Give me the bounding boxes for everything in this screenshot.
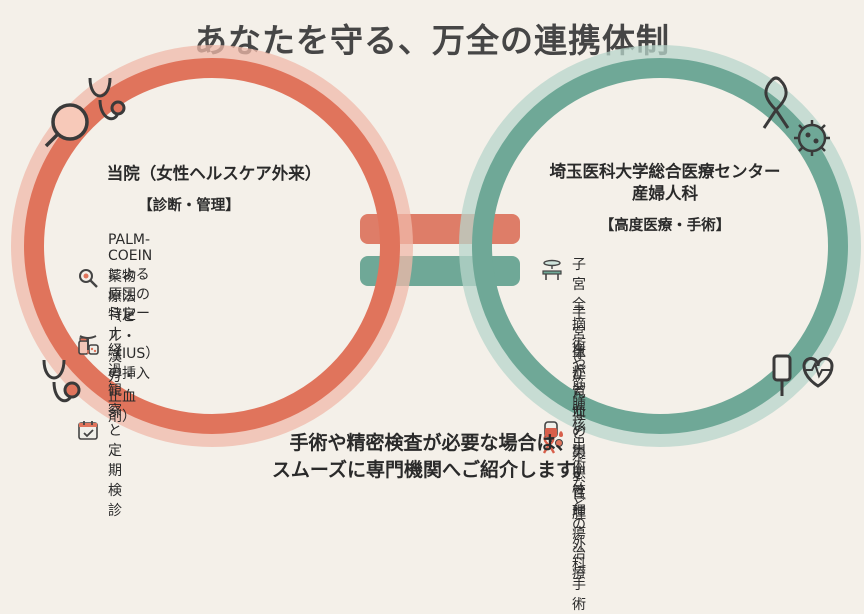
left-ring-outer — [11, 45, 413, 447]
footer-line1: 手術や精密検査が必要な場合は、 — [289, 432, 575, 454]
left-item-label: ミレーナ（IUS）の挿入 — [108, 306, 160, 382]
left-item-medicine: 薬物療法（ピル・漢方・止血剤） — [76, 266, 136, 426]
left-item-cause: PALM-COEINによる原因の特定 — [76, 232, 152, 324]
stethoscope-decor-icon-bottom — [42, 359, 81, 403]
surgery-icon — [542, 259, 562, 280]
page-title: あなたを守る、万全の連携体制 — [194, 21, 670, 60]
right-item-label: 子宮全摘術や筋腫核出術などの — [572, 257, 586, 533]
virus-decor-icon — [794, 120, 830, 156]
blood-bag-icon — [544, 421, 563, 442]
left-heading: 当院（女性ヘルスケア外来） — [106, 164, 322, 183]
magnifier-decor-icon — [44, 103, 89, 148]
iv-heart-decor-icon — [772, 354, 834, 396]
right-ring-outer — [459, 45, 861, 447]
right-heading-line1: 埼玉医科大学総合医療センター — [549, 162, 781, 181]
left-ring — [24, 58, 400, 434]
calendar-icon — [78, 421, 98, 440]
stethoscope-decor-icon-top — [88, 77, 126, 121]
right-subheading: 【高度医療・手術】 — [599, 218, 731, 234]
left-subheading: 【診断・管理】 — [138, 198, 240, 214]
left-item-label: 薬物療法（ピル・漢方・止血剤） — [108, 269, 136, 425]
right-ring — [472, 58, 848, 434]
connection-diagram — [11, 45, 861, 447]
iud-icon — [79, 335, 97, 354]
footer-line2: スムーズに専門機関へご紹介します。 — [271, 459, 593, 481]
right-heading-line2: 産婦人科 — [632, 184, 698, 203]
magnifier-icon — [79, 269, 98, 288]
left-item-iud: ミレーナ（IUS）の挿入 — [76, 303, 159, 383]
ribbon-decor-icon — [762, 76, 790, 129]
left-item-label: PALM-COEINによる原因の特定 — [108, 232, 153, 323]
